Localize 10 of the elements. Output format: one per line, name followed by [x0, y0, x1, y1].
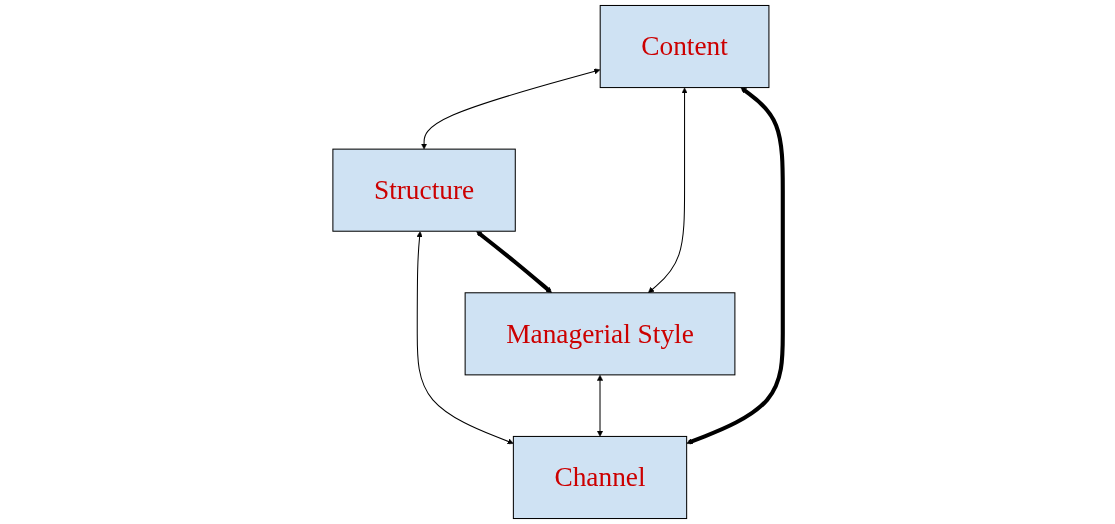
arrow: [475, 231, 552, 294]
node-box: Channel: [512, 435, 687, 520]
node-box: Managerial Style: [464, 292, 736, 376]
arrow: [416, 231, 514, 445]
arrow: [420, 68, 600, 150]
arrow: [596, 374, 603, 437]
arrow: [686, 87, 785, 445]
node-box: Structure: [332, 148, 516, 232]
arrow: [647, 87, 688, 294]
node-box: Content: [599, 4, 770, 89]
